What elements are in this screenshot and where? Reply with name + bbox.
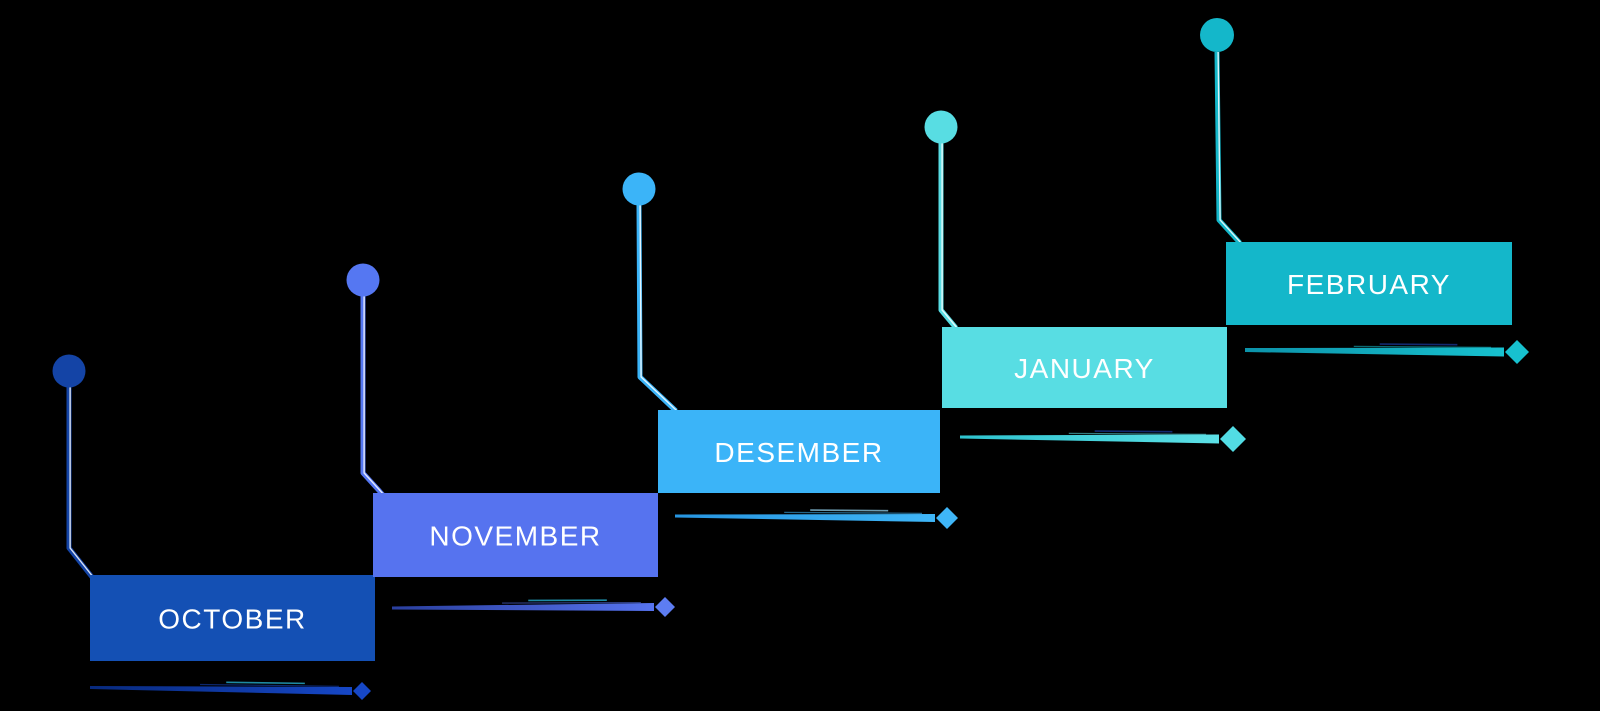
- connector-line: [360, 296, 385, 497]
- connector-line: [938, 143, 958, 330]
- underline: [675, 514, 935, 522]
- connector-line-highlight: [1217, 51, 1242, 244]
- diamond-marker-icon: [1505, 340, 1529, 364]
- underline-echo: [810, 509, 889, 512]
- timeline-step-november: NOVEMBER: [346, 263, 675, 617]
- timeline-step-desember: DESEMBER: [622, 172, 958, 529]
- underline-echo: [1094, 430, 1173, 433]
- connector-line: [66, 387, 94, 579]
- diamond-marker-icon: [353, 682, 371, 700]
- timeline-step-october: OCTOBER: [52, 354, 375, 700]
- underline-echo: [226, 681, 305, 685]
- month-label: JANUARY: [1014, 353, 1155, 384]
- milestone-circle-icon: [346, 263, 380, 297]
- milestone-circle-icon: [924, 110, 958, 144]
- underline: [392, 603, 654, 611]
- underline-highlight: [502, 601, 641, 604]
- month-box: [942, 327, 1227, 408]
- underline-echo: [1379, 343, 1458, 346]
- month-label: OCTOBER: [158, 604, 306, 635]
- connector-line-highlight: [941, 143, 958, 329]
- month-label: NOVEMBER: [429, 521, 601, 552]
- milestone-circle-icon: [1200, 18, 1234, 52]
- month-label: DESEMBER: [714, 437, 883, 468]
- underline-highlight: [1353, 345, 1492, 348]
- month-box: [373, 493, 658, 577]
- month-box: [1226, 242, 1512, 325]
- underline-highlight: [784, 511, 923, 515]
- milestone-circle-icon: [52, 354, 86, 388]
- underline: [960, 434, 1219, 444]
- month-box: [658, 410, 940, 493]
- diamond-marker-icon: [1220, 426, 1246, 452]
- milestone-circle-icon: [622, 172, 656, 206]
- month-box: [90, 575, 375, 661]
- timeline-step-february: FEBRUARY: [1200, 18, 1529, 364]
- diamond-marker-icon: [936, 507, 958, 529]
- underline-highlight: [1068, 432, 1207, 435]
- connector-line-highlight: [639, 204, 678, 412]
- underline-highlight: [200, 683, 339, 687]
- underline: [90, 686, 352, 695]
- connector-line-highlight: [69, 387, 94, 578]
- connector-line: [1214, 51, 1242, 245]
- diamond-marker-icon: [655, 597, 675, 617]
- connector-line: [636, 204, 678, 413]
- timeline-step-january: JANUARY: [924, 110, 1246, 452]
- month-label: FEBRUARY: [1287, 269, 1451, 300]
- connector-line-highlight: [363, 296, 385, 496]
- underline: [1245, 347, 1504, 357]
